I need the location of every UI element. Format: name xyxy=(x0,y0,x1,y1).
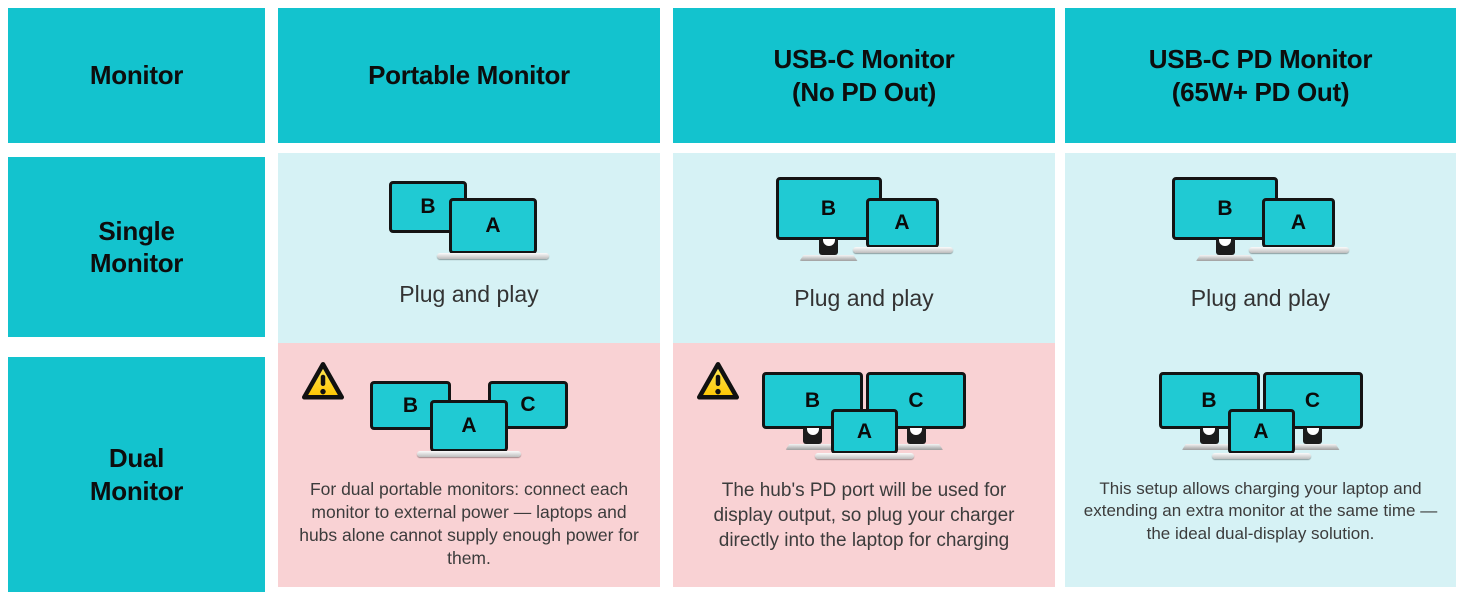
laptop-a-base xyxy=(1249,247,1349,253)
laptop-a-base xyxy=(437,253,549,259)
monitor-c-stand-neck xyxy=(1303,428,1322,444)
header-cell-usbc-pd-monitor: USB-C PD Monitor (65W+ PD Out) xyxy=(1065,8,1456,143)
monitor-c-label: C xyxy=(520,393,536,416)
caption-plug-and-play: Plug and play xyxy=(794,285,934,311)
laptop-a-base xyxy=(1211,453,1311,459)
laptop-a-screen: A xyxy=(449,198,537,254)
cell-dual-usbc: B C A The hub's PD port will be used for… xyxy=(673,343,1055,587)
laptop-a-base xyxy=(417,451,521,457)
laptop-a: A xyxy=(417,400,521,457)
monitor-b-stand-base xyxy=(799,255,858,261)
monitor-b-stand-neck xyxy=(1215,239,1235,255)
caption-plug-and-play: Plug and play xyxy=(1190,285,1331,311)
laptop-a-label: A xyxy=(485,214,501,237)
laptop-a-label: A xyxy=(894,211,910,234)
header-label-usbc-monitor: USB-C Monitor (No PD Out) xyxy=(773,44,955,107)
monitor-b-label: B xyxy=(804,388,821,412)
monitor-b-label: B xyxy=(1217,196,1233,220)
laptop-a-screen: A xyxy=(430,400,508,452)
laptop-a: A xyxy=(1249,198,1349,253)
cell-dual-portable: B C A For dual portable monitors: connec… xyxy=(278,343,660,587)
laptop-a-screen: A xyxy=(1227,409,1295,454)
header-label-portable-monitor: Portable Monitor xyxy=(368,60,570,91)
monitor-b-stand-base xyxy=(785,444,840,450)
laptop-a-label: A xyxy=(1253,419,1269,443)
monitor-c-label: C xyxy=(908,388,924,412)
monitor-b-stand-neck xyxy=(1199,428,1219,444)
monitor-c-label: C xyxy=(1304,388,1321,412)
row-label-single-text: Single Monitor xyxy=(89,215,184,279)
illustration-dual-portable: B C A xyxy=(370,381,568,458)
laptop-a-label: A xyxy=(856,419,873,443)
header-cell-portable-monitor: Portable Monitor xyxy=(278,8,660,143)
note-dual-portable: For dual portable monitors: connect each… xyxy=(299,479,639,569)
cell-single-usbc: B A Plug and play xyxy=(673,153,1055,343)
cell-dual-usbc-pd: B C A This setup allows charging your la… xyxy=(1065,343,1456,587)
monitor-b-stand-base xyxy=(1196,255,1254,261)
desktop-monitor-b: B xyxy=(775,177,882,261)
monitor-b-label: B xyxy=(1201,388,1217,412)
monitor-c-stand-neck xyxy=(906,428,926,444)
monitor-b-stand-neck xyxy=(803,428,822,444)
illustration-single-portable: B A xyxy=(389,181,549,259)
laptop-a-base xyxy=(815,453,914,459)
warning-icon xyxy=(697,362,739,400)
header-label-usbc-pd-monitor: USB-C PD Monitor (65W+ PD Out) xyxy=(1148,44,1373,107)
row-label-single-monitor: Single Monitor xyxy=(8,157,265,337)
header-label-monitor: Monitor xyxy=(89,60,184,91)
laptop-a-screen: A xyxy=(865,198,939,248)
row-label-dual-monitor: Dual Monitor xyxy=(8,357,265,592)
laptop-a: A xyxy=(815,409,914,459)
note-dual-usbc-pd: This setup allows charging your laptop a… xyxy=(1083,479,1438,543)
laptop-a-label: A xyxy=(1290,211,1307,234)
monitor-b-label: B xyxy=(820,196,837,220)
note-dual-usbc: The hub's PD port will be used for displ… xyxy=(713,480,1015,552)
caption-plug-and-play: Plug and play xyxy=(399,281,539,307)
laptop-a-screen: A xyxy=(831,409,898,454)
monitor-c-stand-base xyxy=(1285,444,1340,450)
illustration-single-usbc: B A xyxy=(775,177,953,263)
cell-single-portable: B A Plug and play xyxy=(278,153,660,343)
laptop-a-label: A xyxy=(461,414,477,437)
illustration-dual-usbc-pd: B C A xyxy=(1158,372,1363,459)
monitor-c-stand-base xyxy=(889,444,943,450)
row-label-dual-text: Dual Monitor xyxy=(89,443,184,506)
monitor-b-stand-neck xyxy=(819,239,838,255)
monitor-b-stand-base xyxy=(1182,444,1236,450)
laptop-a: A xyxy=(437,198,549,259)
laptop-a: A xyxy=(852,198,953,253)
laptop-a: A xyxy=(1211,409,1311,459)
warning-icon xyxy=(302,362,344,400)
header-cell-usbc-monitor: USB-C Monitor (No PD Out) xyxy=(673,8,1055,143)
monitor-b-label: B xyxy=(420,195,436,218)
cell-single-usbc-pd: B A Plug and play xyxy=(1065,153,1456,343)
header-cell-monitor: Monitor xyxy=(8,8,265,143)
laptop-a-base xyxy=(852,247,953,253)
monitor-b-label: B xyxy=(402,393,419,417)
laptop-a-screen: A xyxy=(1262,198,1335,248)
illustration-single-usbc-pd: B A xyxy=(1172,177,1349,263)
illustration-dual-usbc: B C A xyxy=(762,372,966,459)
